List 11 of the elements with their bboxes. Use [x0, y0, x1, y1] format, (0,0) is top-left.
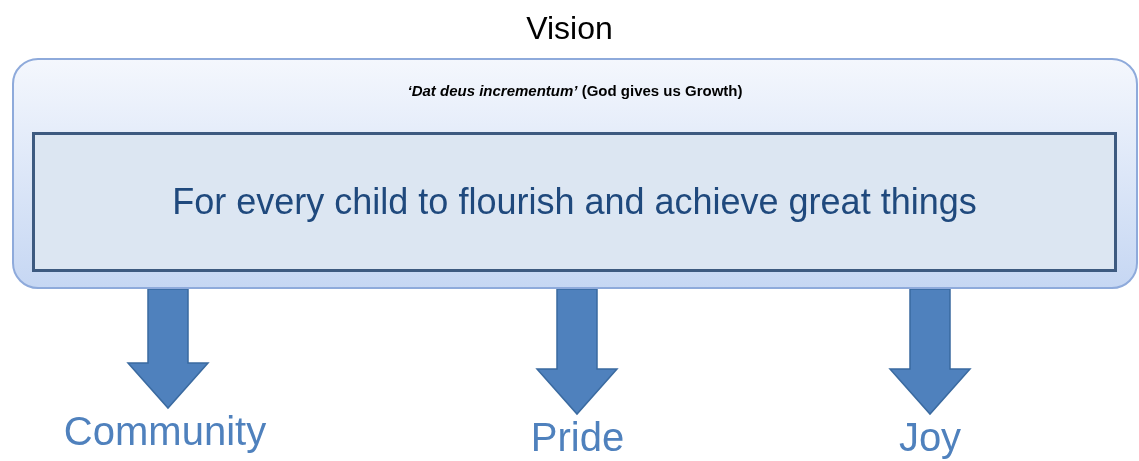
motto-text: ‘Dat deus incrementum’ (God gives us Growth) [406, 82, 744, 99]
statement-text: For every child to flourish and achieve great things [172, 181, 977, 223]
value-label: Joy [898, 415, 962, 459]
value-label: Community [63, 409, 267, 453]
vision-statement-box [32, 132, 1117, 272]
down-arrow [126, 288, 210, 410]
title: Vision [525, 10, 614, 47]
value-label: Pride [530, 415, 625, 459]
down-arrow [888, 288, 972, 416]
down-arrow [535, 288, 619, 416]
vision-panel [12, 58, 1138, 289]
